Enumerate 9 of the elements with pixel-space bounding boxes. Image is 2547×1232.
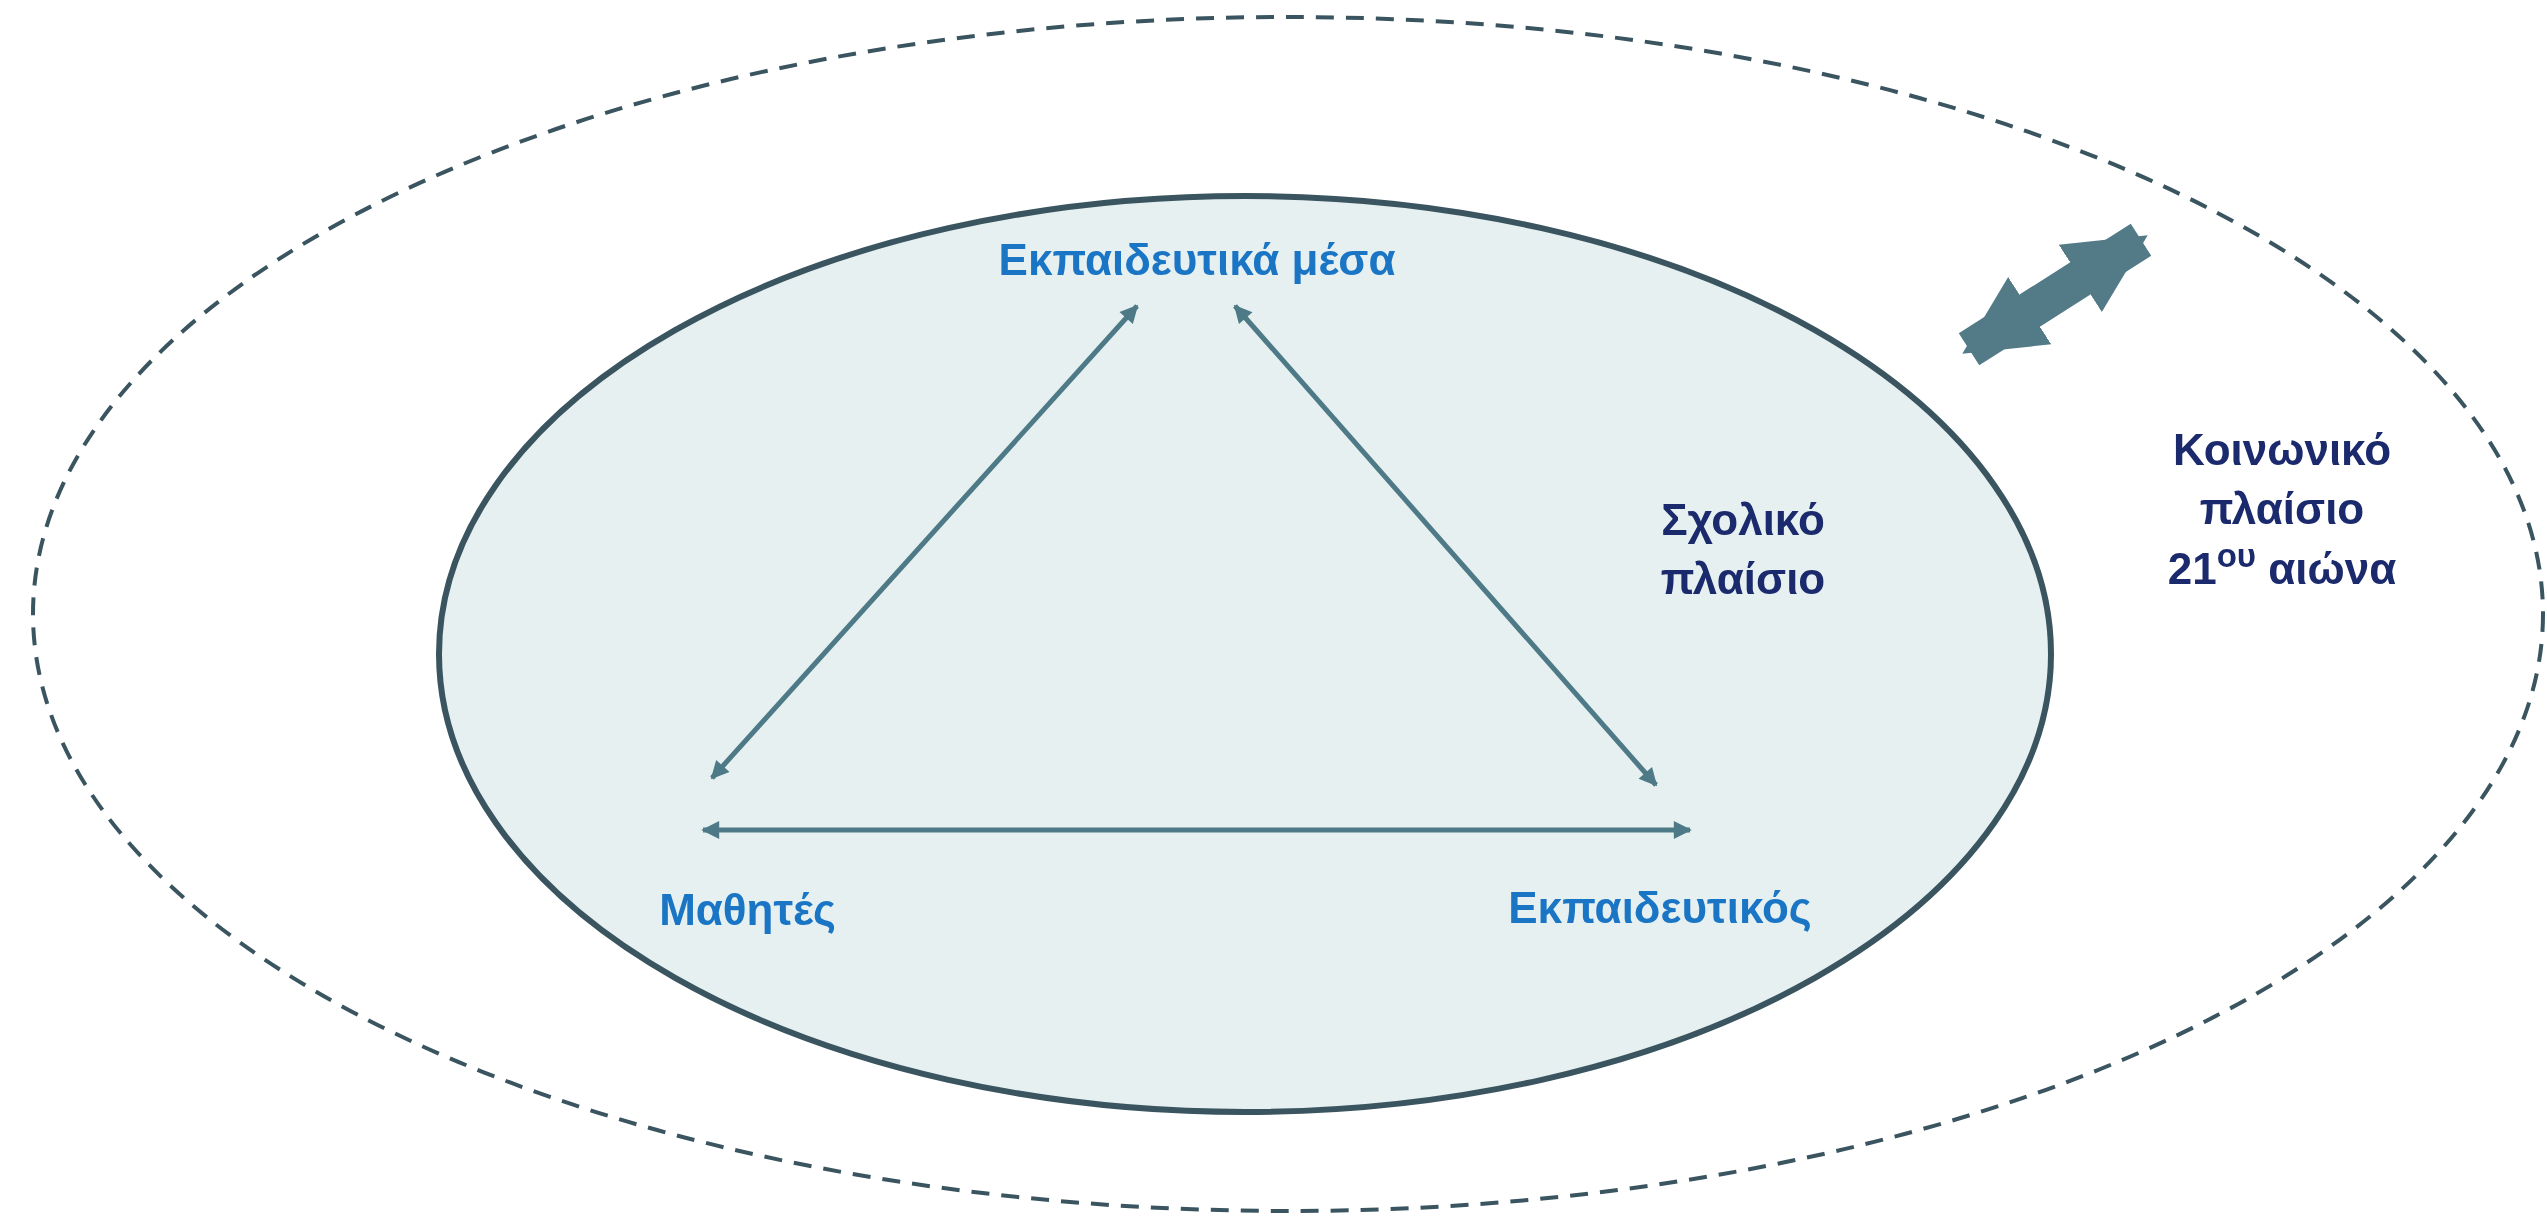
double-block-arrow — [1958, 223, 2152, 366]
node-label: Εκπαιδευτικός — [1508, 886, 1812, 930]
double-arrow — [1233, 304, 1658, 787]
node-label: Σχολικό πλαίσιο — [1659, 494, 1827, 606]
node-label: Μαθητές — [659, 888, 836, 932]
node-label: Εκπαιδευτικά μέσα — [998, 238, 1396, 282]
double-arrow — [710, 304, 1139, 780]
double-arrow — [701, 821, 1692, 839]
node-label: Κοινωνικό πλαίσιο 21$^{ου}$ αιώνα — [2166, 424, 2398, 595]
